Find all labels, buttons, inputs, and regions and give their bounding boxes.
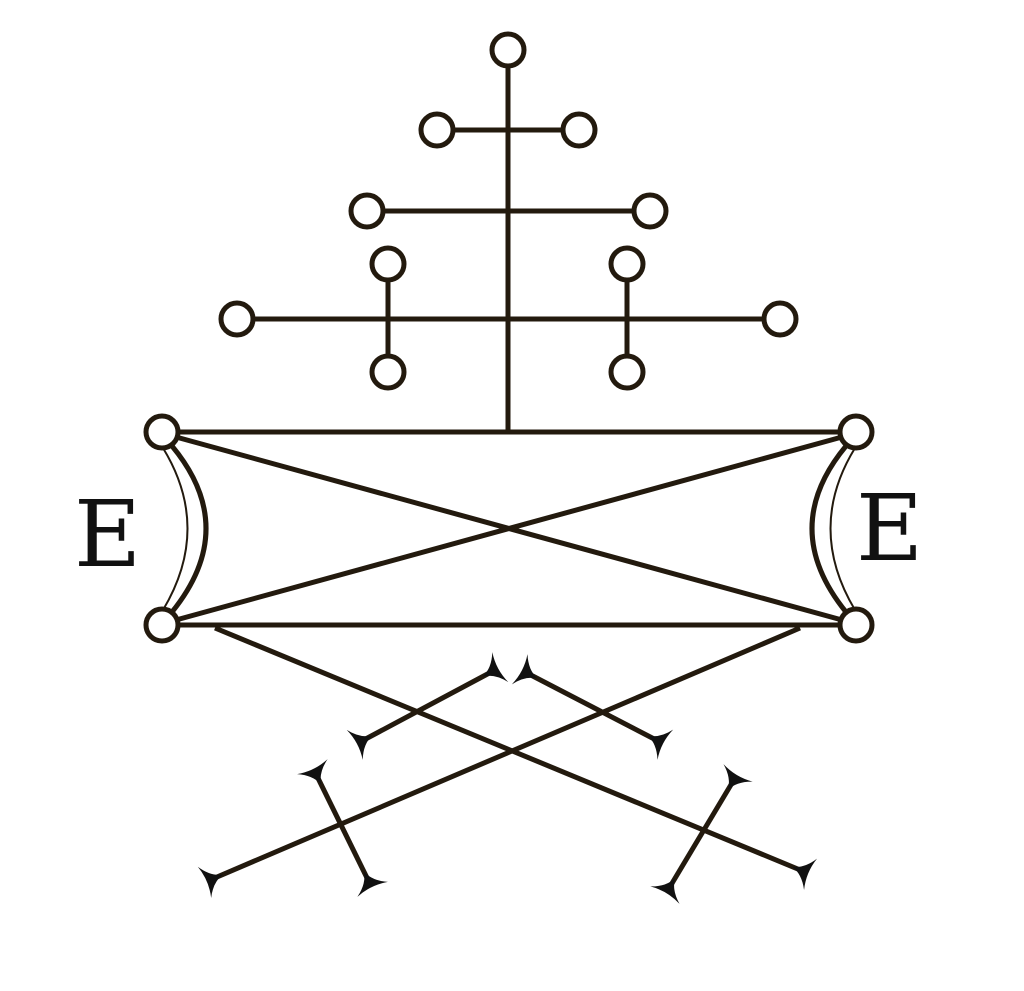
flared-end [197, 866, 223, 898]
left-thick-arc [170, 444, 209, 614]
flared-end [297, 759, 328, 785]
sigil-lines [162, 66, 856, 628]
flared-line [358, 667, 497, 745]
node-circle [369, 353, 407, 391]
node-circle [560, 111, 598, 149]
flared-line [312, 770, 373, 886]
node-circle [837, 413, 875, 451]
sigil-nodes [143, 31, 875, 644]
flared-end [511, 654, 538, 685]
flared-line [523, 669, 662, 745]
flared-end [723, 764, 753, 791]
node-circle [631, 192, 669, 230]
node-circle [608, 353, 646, 391]
left-letter: E [74, 481, 141, 588]
box-diagonal-2 [175, 434, 843, 623]
flared-end [346, 729, 373, 760]
node-circle [143, 413, 181, 451]
flared-end [650, 877, 680, 904]
node-circle [761, 300, 799, 338]
node-circle [348, 192, 386, 230]
node-circle [608, 245, 646, 283]
left-thin-arc [162, 447, 189, 611]
node-circle [218, 300, 256, 338]
node-circle [143, 606, 181, 644]
right-letter: E [856, 475, 923, 582]
flared-line [665, 776, 738, 892]
flared-end [482, 652, 509, 683]
node-circle [837, 606, 875, 644]
flared-end [647, 729, 674, 760]
flared-line [209, 625, 801, 883]
flared-end [792, 858, 818, 891]
flared-end [357, 871, 388, 897]
right-thin-arc [829, 447, 856, 611]
node-circle [418, 111, 456, 149]
flared-lines [197, 625, 818, 904]
node-circle [489, 31, 527, 69]
right-thick-arc [809, 444, 848, 614]
node-circle [369, 245, 407, 283]
